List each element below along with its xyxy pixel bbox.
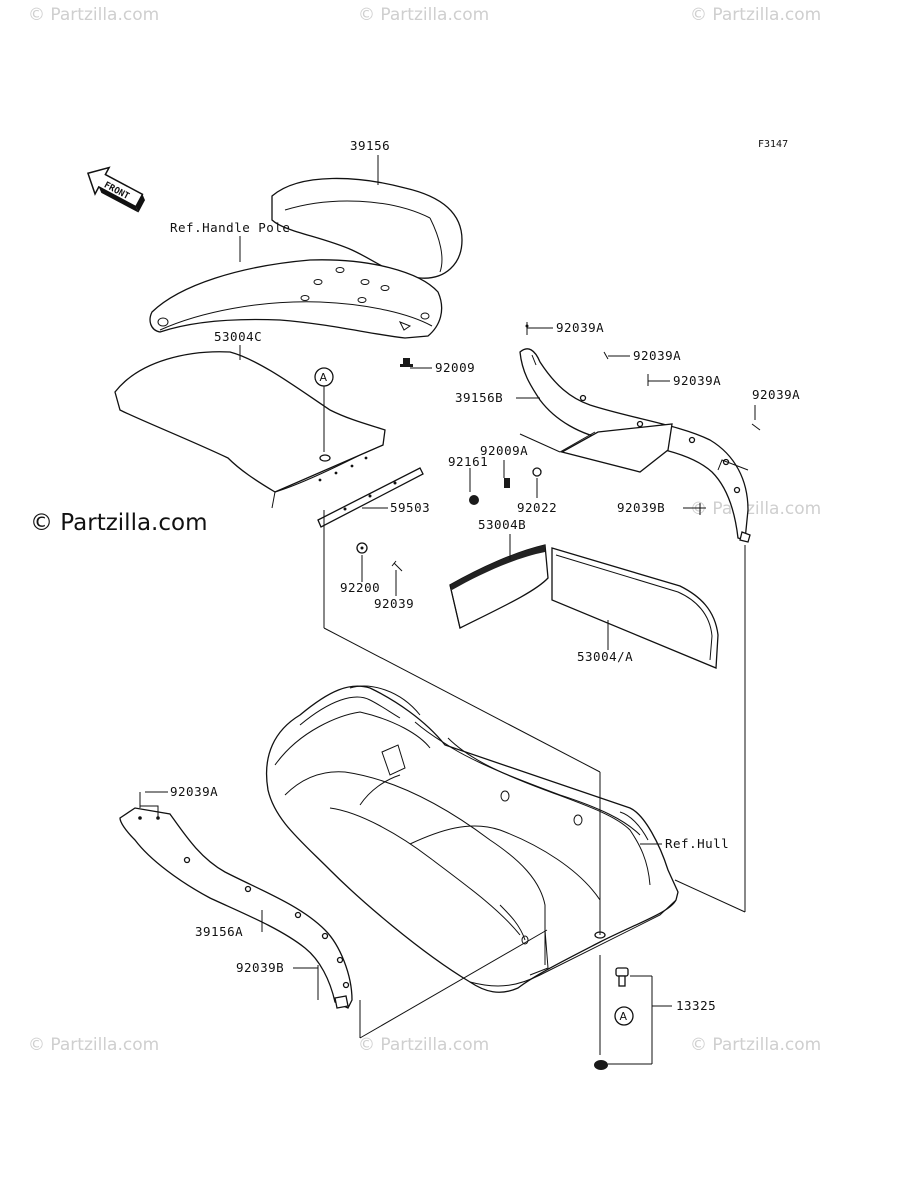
label-53004b: 53004B: [478, 517, 526, 532]
rivet-group-right: [525, 322, 761, 515]
label-92039: 92039: [374, 596, 414, 611]
figure-id: F3147: [758, 139, 788, 150]
label-ref-handle-pole: Ref.Handle Pole: [170, 220, 290, 235]
watermark: © Partzilla.com: [358, 1035, 489, 1055]
part-handle-pole: [149, 259, 443, 339]
partzilla-watermark: © Partzilla.com: [30, 510, 208, 536]
watermark: © Partzilla.com: [690, 499, 821, 519]
part-13325-plug-top: [615, 967, 629, 987]
part-53004c-mat: [114, 351, 386, 509]
part-13325-plug-bottom: [594, 1060, 608, 1070]
part-hull: [265, 685, 679, 993]
label-53004c: 53004C: [214, 329, 262, 344]
label-92039a-left: 92039A: [170, 784, 218, 799]
part-53004a-pad: [551, 547, 719, 669]
label-92039a: 92039A: [673, 373, 721, 388]
callout-a-bottom: A: [614, 1006, 634, 1026]
label-13325: 13325: [676, 998, 716, 1013]
leader-lines: [145, 155, 756, 1065]
part-53004b-pad: [449, 544, 549, 629]
label-39156: 39156: [350, 138, 390, 153]
label-92009a: 92009A: [480, 443, 528, 458]
watermark: © Partzilla.com: [28, 5, 159, 25]
part-92009-screw: [400, 358, 413, 367]
label-92039b: 92039B: [617, 500, 665, 515]
label-92200: 92200: [340, 580, 380, 595]
watermark: © Partzilla.com: [358, 5, 489, 25]
watermark: © Partzilla.com: [690, 1035, 821, 1055]
part-59503-strip: [317, 467, 424, 528]
label-59503: 59503: [390, 500, 430, 515]
label-92039a: 92039A: [556, 320, 604, 335]
callout-a-top: A: [314, 367, 334, 452]
callout-letter: A: [320, 371, 328, 384]
label-ref-hull: Ref.Hull: [665, 836, 729, 851]
label-92039a: 92039A: [633, 348, 681, 363]
part-92161-washer: [469, 495, 479, 505]
part-92039-rivet: [391, 560, 403, 572]
front-arrow-icon: FRONT: [86, 166, 145, 213]
label-39156a: 39156A: [195, 924, 243, 939]
part-39156a-rail: [119, 792, 353, 1009]
label-92039b-left: 92039B: [236, 960, 284, 975]
label-92022: 92022: [517, 500, 557, 515]
part-39156-seat: [271, 177, 463, 279]
label-39156b: 39156B: [455, 390, 503, 405]
label-53004a: 53004/A: [577, 649, 633, 664]
label-92009: 92009: [435, 360, 475, 375]
label-92161: 92161: [448, 454, 488, 469]
callout-letter: A: [620, 1010, 628, 1023]
connector-plate: [560, 423, 673, 473]
part-92009a-screw: [504, 478, 510, 488]
watermark: © Partzilla.com: [28, 1035, 159, 1055]
part-92022-washer: [532, 467, 542, 477]
part-92200-washer: [356, 542, 368, 554]
watermark: © Partzilla.com: [690, 5, 821, 25]
label-92039a: 92039A: [752, 387, 800, 402]
part-39156b-rail: [519, 348, 751, 543]
